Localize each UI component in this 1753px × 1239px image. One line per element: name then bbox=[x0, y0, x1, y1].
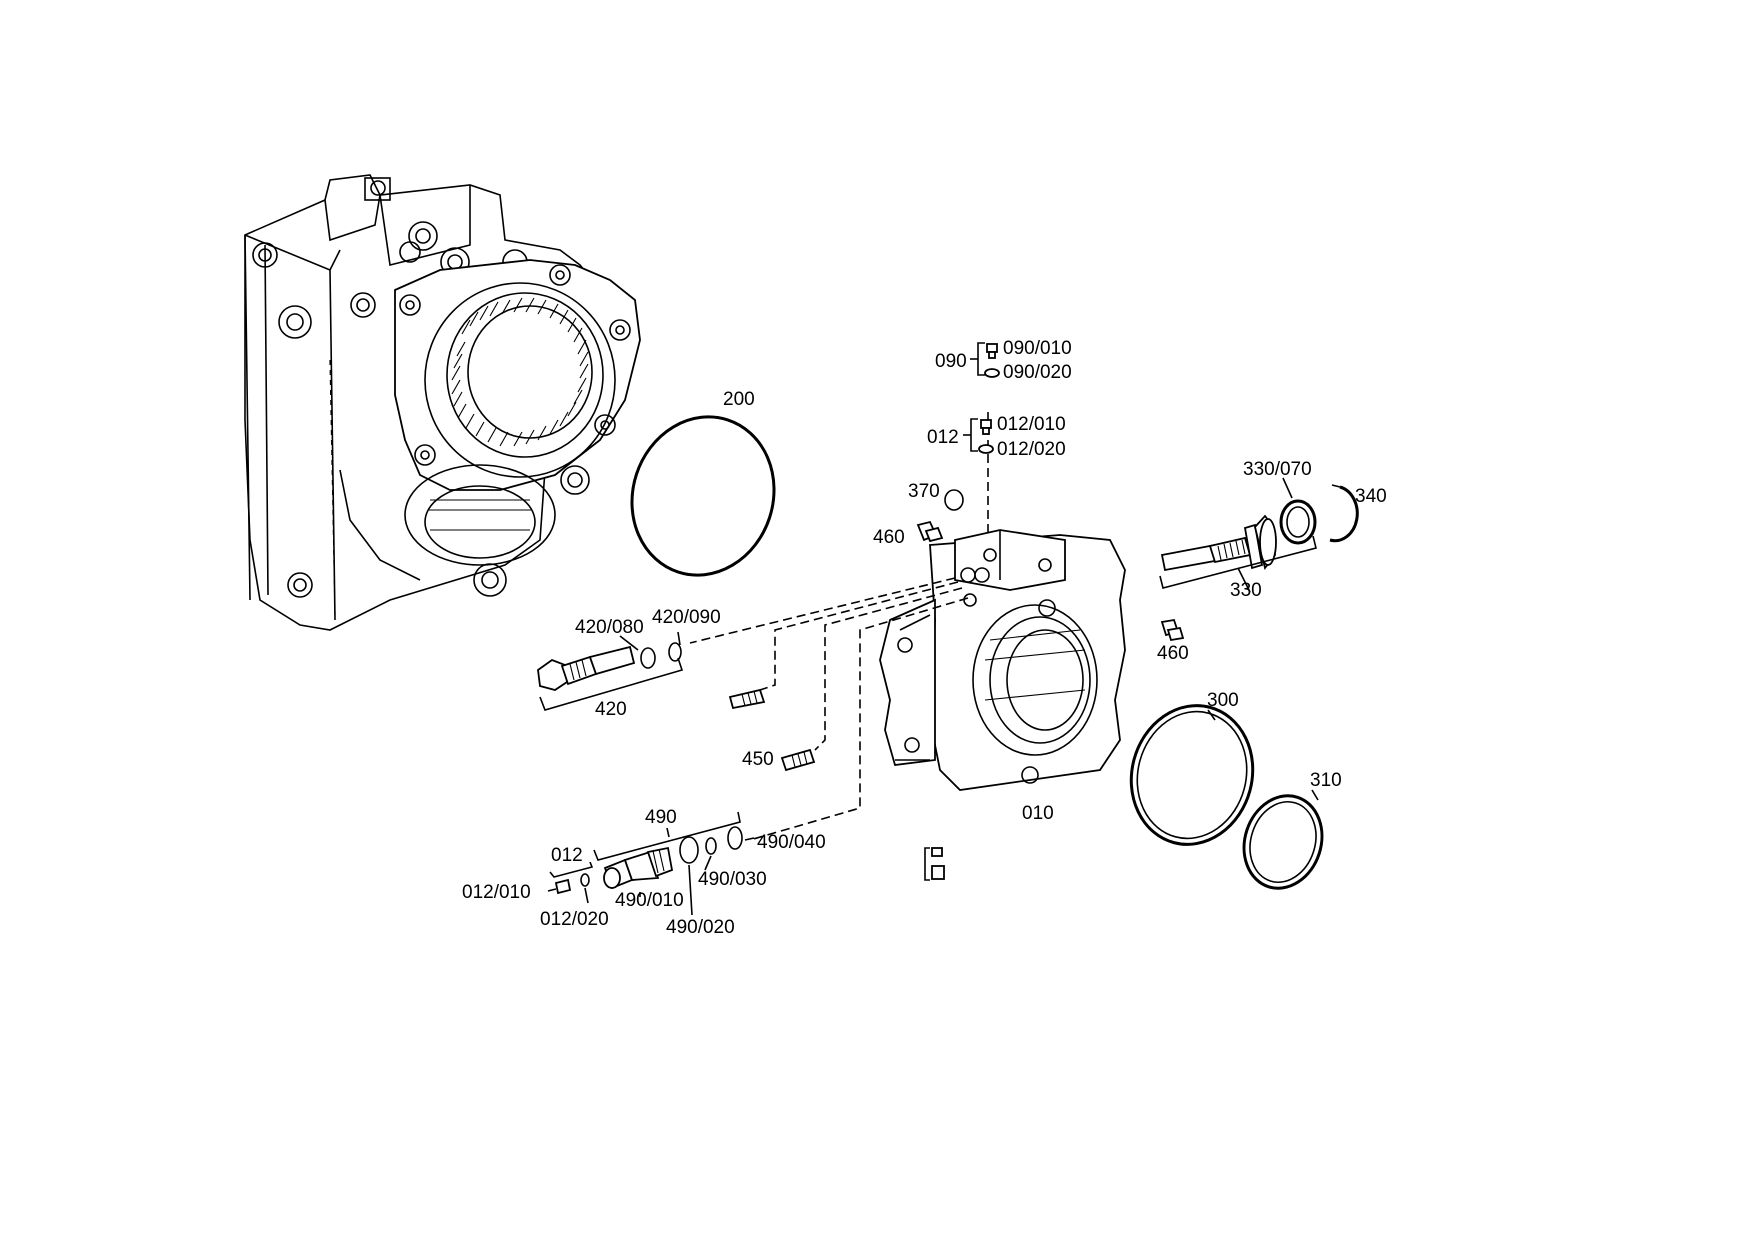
leader-330-070 bbox=[1282, 477, 1293, 499]
bracket-330 bbox=[1159, 535, 1317, 589]
o-ring-300 bbox=[1129, 704, 1255, 846]
seal-310 bbox=[1242, 794, 1324, 890]
label-460-right: 460 bbox=[1157, 643, 1189, 664]
leader-490-020 bbox=[688, 864, 693, 916]
bracket-490 bbox=[593, 811, 741, 861]
bracket-420 bbox=[539, 657, 684, 711]
dashed-leader-420 bbox=[689, 577, 956, 644]
label-370: 370 bbox=[908, 481, 940, 502]
leader-012-020 bbox=[584, 887, 589, 904]
label-420: 420 bbox=[595, 699, 627, 720]
label-012-top: 012 bbox=[927, 427, 959, 448]
label-460-left: 460 bbox=[873, 527, 905, 548]
label-090-010: 090/010 bbox=[1003, 338, 1072, 359]
snap-ring-340 bbox=[1329, 485, 1359, 543]
o-ring-420-080 bbox=[640, 647, 656, 669]
dashed-leader-pin bbox=[759, 581, 959, 691]
leader-310 bbox=[1311, 789, 1319, 801]
pin-drawing bbox=[728, 688, 766, 710]
o-ring-490-030 bbox=[705, 837, 717, 855]
valve-490-drawing bbox=[603, 846, 674, 890]
fitting-460-left bbox=[916, 520, 944, 543]
label-330-070: 330/070 bbox=[1243, 459, 1312, 480]
leader-012-010 bbox=[547, 888, 557, 892]
part-012-top-group bbox=[963, 418, 994, 454]
label-090-020: 090/020 bbox=[1003, 362, 1072, 383]
label-330: 330 bbox=[1230, 580, 1262, 601]
label-012-bottom: 012 bbox=[551, 845, 583, 866]
label-200: 200 bbox=[723, 389, 755, 410]
dashed-leader-450 bbox=[814, 587, 963, 751]
label-090: 090 bbox=[935, 351, 967, 372]
pin-450-drawing bbox=[780, 748, 816, 772]
shaft-330-drawing bbox=[1160, 514, 1277, 572]
label-490-040: 490/040 bbox=[757, 832, 826, 853]
plug-012-010 bbox=[554, 878, 572, 895]
transmission-housing-drawing bbox=[244, 174, 641, 631]
leader-420-080 bbox=[619, 635, 639, 651]
plug-small-drawing bbox=[924, 847, 945, 881]
label-490-010: 490/010 bbox=[615, 890, 684, 911]
o-ring-490-040 bbox=[727, 826, 743, 850]
gear-teeth bbox=[451, 297, 589, 447]
label-340: 340 bbox=[1355, 486, 1387, 507]
cover-010-drawing bbox=[879, 529, 1126, 791]
dashed-leader-490 bbox=[749, 597, 969, 841]
leader-490-030 bbox=[704, 855, 712, 871]
leader-490-040 bbox=[744, 837, 755, 841]
label-310: 310 bbox=[1310, 770, 1342, 791]
label-012-010-bottom: 012/010 bbox=[462, 882, 531, 903]
label-450: 450 bbox=[742, 749, 774, 770]
label-300: 300 bbox=[1207, 690, 1239, 711]
label-012-020-top: 012/020 bbox=[997, 439, 1066, 460]
leader-300 bbox=[1207, 709, 1216, 721]
label-490-020: 490/020 bbox=[666, 917, 735, 938]
fitting-460-right bbox=[1160, 618, 1185, 642]
label-490-030: 490/030 bbox=[698, 869, 767, 890]
label-420-080: 420/080 bbox=[575, 617, 644, 638]
label-012-010-top: 012/010 bbox=[997, 414, 1066, 435]
o-ring-200 bbox=[630, 415, 776, 577]
label-490: 490 bbox=[645, 807, 677, 828]
label-420-090: 420/090 bbox=[652, 607, 721, 628]
o-ring-420-090 bbox=[668, 642, 682, 662]
o-ring-370 bbox=[944, 489, 964, 511]
label-012-020-bottom: 012/020 bbox=[540, 909, 609, 930]
label-010: 010 bbox=[1022, 803, 1054, 824]
bracket-012-bottom bbox=[549, 861, 594, 878]
seal-330-070 bbox=[1279, 499, 1317, 545]
o-ring-012-020 bbox=[580, 873, 590, 887]
leader-420-090 bbox=[677, 631, 681, 646]
o-ring-490-020 bbox=[679, 836, 699, 864]
part-090-group bbox=[970, 342, 1000, 378]
screw-420-drawing bbox=[537, 645, 636, 691]
